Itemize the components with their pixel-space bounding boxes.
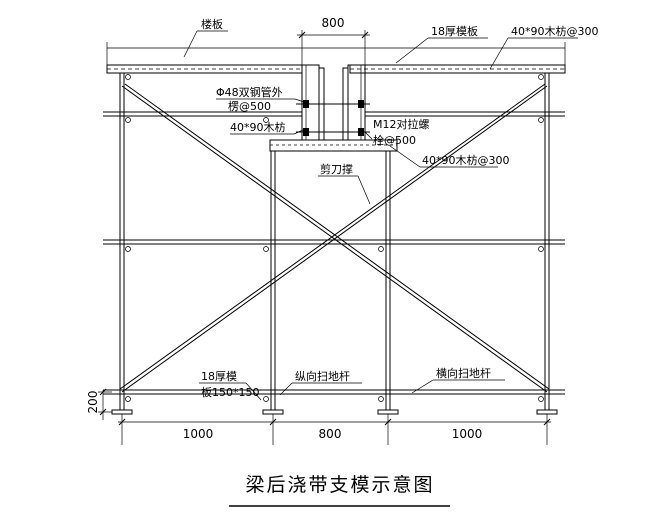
label-steel-pipe-1: Φ48双钢管外: [216, 85, 283, 99]
label-bolt-2: 栓@500: [373, 133, 416, 147]
label-long-sweep-rod: 纵向扫地杆: [295, 369, 350, 383]
standing-pipes: [119, 73, 550, 410]
title-text: 梁后浇带支模示意图: [245, 474, 434, 496]
label-timber-bottom: 40*90木枋@300: [422, 153, 510, 167]
label-trans-sweep-rod: 横向扫地杆: [436, 366, 491, 380]
dim-top-width: 800: [322, 16, 345, 30]
label-formwork-18: 18厚模板: [431, 24, 478, 38]
diagram-title: 梁后浇带支模示意图: [229, 474, 450, 507]
bottom-dimension: 1000 800 1000: [118, 414, 551, 445]
scissor-braces: [119, 83, 550, 393]
labels: 楼板 18厚模板 40*90木枋@300 Φ48双钢管外 楞@500 40*90…: [201, 17, 599, 399]
top-dimension: 800: [106, 16, 566, 65]
dim-bottom-left: 1000: [183, 427, 214, 441]
base-plates: [111, 409, 558, 415]
label-floor-slab: 楼板: [201, 17, 223, 31]
label-steel-pipe-2: 楞@500: [228, 99, 271, 113]
label-base-board-1: 18厚模: [201, 370, 237, 383]
label-bolt-1: M12对拉螺: [373, 117, 430, 131]
leader-lines: [183, 30, 578, 401]
beam-formwork: [296, 64, 370, 141]
dim-bottom-middle: 800: [319, 427, 342, 441]
label-scissor-brace: 剪刀撑: [320, 162, 353, 176]
horizontal-ledgers: [103, 111, 565, 395]
floor-slab: [106, 64, 566, 74]
label-timber-side: 40*90木枋: [230, 120, 286, 134]
couplers: [125, 74, 544, 402]
label-base-board-2: 板150*150: [201, 385, 260, 399]
bottom-timber-pad: [269, 139, 398, 152]
side-dimension: 200: [86, 388, 112, 420]
label-timber-top: 40*90木枋@300: [511, 24, 599, 38]
dim-bottom-right: 1000: [452, 427, 483, 441]
dim-side-height: 200: [86, 391, 100, 414]
